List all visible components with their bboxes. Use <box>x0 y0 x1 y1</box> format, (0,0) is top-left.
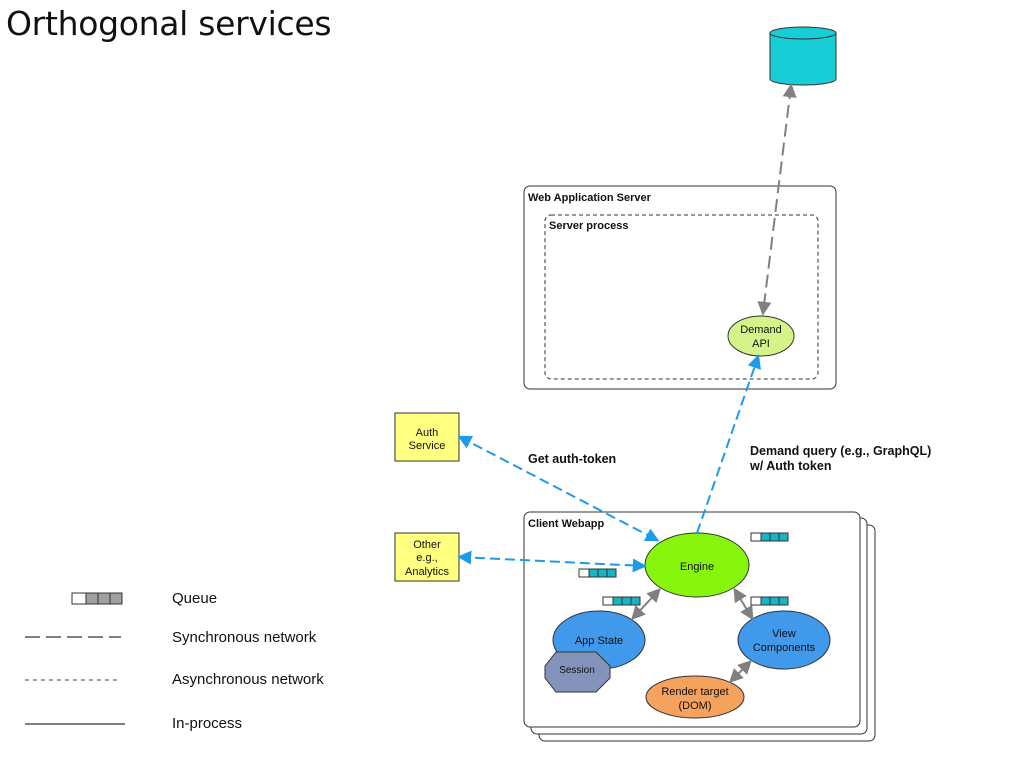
demand-query-label-line2: w/ Auth token <box>749 459 831 473</box>
other-service-node <box>394 532 460 582</box>
app-state-label: App State <box>575 635 623 647</box>
demand-api-label-line2: API <box>752 338 770 350</box>
engine-demand-api-link <box>696 354 761 534</box>
demand-query-label-line1: Demand query (e.g., GraphQL) <box>750 444 931 458</box>
app-state-queue-icon <box>602 596 641 606</box>
other-service-queue-icon <box>578 568 617 578</box>
engine-queue-icon <box>750 532 789 542</box>
view-components-render-target-link <box>729 660 752 683</box>
session-label: Session <box>559 665 595 676</box>
render-target-label-line2: (DOM) <box>679 700 712 712</box>
other-service-label-line1: Other <box>413 539 441 551</box>
legend: Queue Synchronous network Asynchronous n… <box>25 590 324 732</box>
engine-other-service-link <box>457 550 647 573</box>
client-webapp-label: Client Webapp <box>528 518 604 530</box>
other-service-label-line3: Analytics <box>405 566 450 578</box>
web-server-label: Web Application Server <box>528 192 652 204</box>
page-title: Orthogonal services <box>6 4 332 43</box>
other-service-label-line2: e.g., <box>416 552 437 564</box>
server-process-label: Server process <box>549 220 629 232</box>
session-node <box>544 651 611 693</box>
engine-auth-service-link <box>457 435 660 542</box>
legend-async-network-label: Asynchronous network <box>172 671 324 688</box>
legend-in-process-label: In-process <box>172 715 242 732</box>
auth-service-label-line1: Auth <box>416 427 439 439</box>
server-process-container <box>544 214 819 380</box>
engine-view-components-link <box>733 587 754 621</box>
view-components-label-line2: Components <box>753 642 816 654</box>
legend-sync-network-label: Synchronous network <box>172 629 317 646</box>
auth-service-label-line2: Service <box>409 440 446 452</box>
database-demand-api-link <box>757 83 797 316</box>
auth-service-node <box>394 412 460 462</box>
demand-api-node <box>727 315 795 357</box>
view-components-queue-icon <box>750 596 789 606</box>
legend-queue-icon <box>71 592 123 605</box>
legend-queue-label: Queue <box>172 590 217 607</box>
render-target-node <box>645 675 745 719</box>
engine-app-state-link <box>631 587 661 621</box>
get-auth-token-label: Get auth-token <box>528 452 616 466</box>
engine-label: Engine <box>680 561 714 573</box>
render-target-label-line1: Render target <box>661 686 728 698</box>
database-cylinder-icon <box>769 26 837 86</box>
web-server-container <box>523 185 837 390</box>
view-components-label-line1: View <box>772 628 796 640</box>
demand-api-label-line1: Demand <box>740 324 782 336</box>
view-components-node <box>737 610 831 670</box>
